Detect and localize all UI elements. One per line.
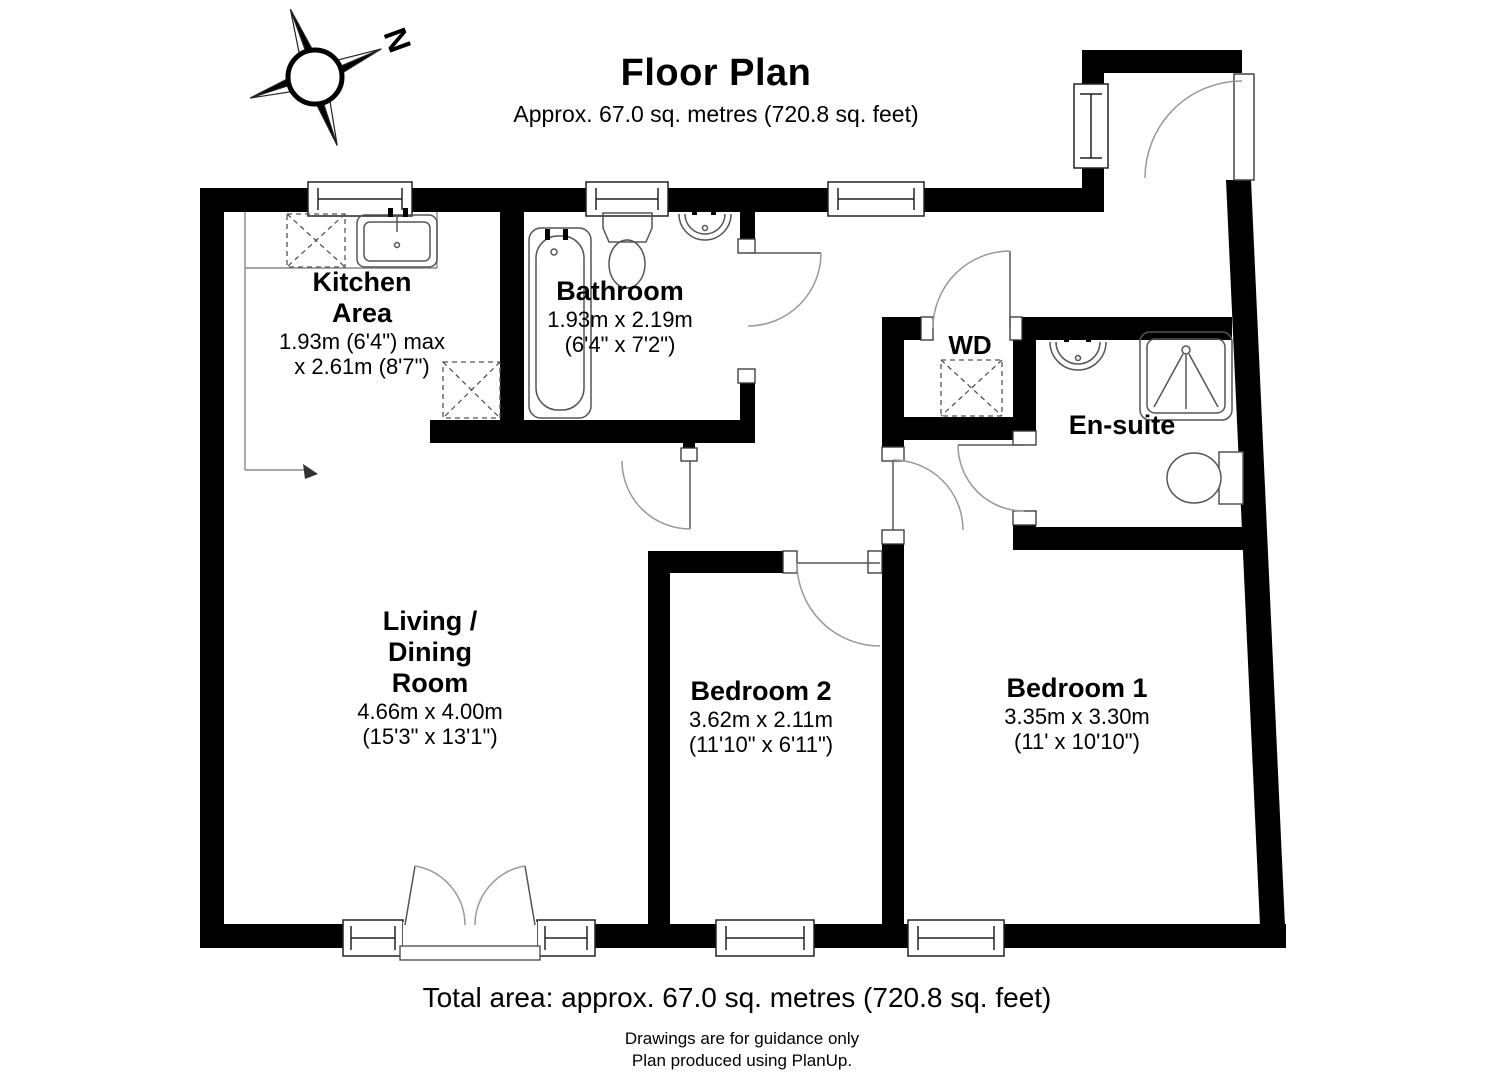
ensuite-door xyxy=(957,444,1025,512)
bathroom-toilet xyxy=(602,212,653,289)
hall-living-door xyxy=(621,460,691,530)
total-area-text: Total area: approx. 67.0 sq. metres (720… xyxy=(422,982,1052,1013)
door-jambs xyxy=(680,238,1037,574)
bedroom2-door xyxy=(796,562,881,647)
kitchen-appliance-2 xyxy=(442,361,501,419)
page-subtitle: Approx. 67.0 sq. metres (720.8 sq. feet) xyxy=(513,101,919,127)
entry-window xyxy=(1073,83,1109,169)
kitchen-sink xyxy=(356,208,438,268)
room-label-living-dining: Living / Dining Room 4.66m x 4.00m (15'3… xyxy=(357,606,503,749)
page-title: Floor Plan xyxy=(620,52,812,94)
compass-north-icon: N xyxy=(250,9,419,146)
bathroom-window xyxy=(585,181,669,217)
compass-north-label: N xyxy=(377,23,419,57)
credit-text: Plan produced using PlanUp. xyxy=(631,1051,853,1070)
room-label-bedroom1: Bedroom 1 3.35m x 3.30m (11' x 10'10") xyxy=(1004,673,1150,754)
front-door xyxy=(1144,73,1255,181)
doors xyxy=(399,73,1255,961)
wd-appliance xyxy=(940,359,1003,417)
ensuite-toilet xyxy=(1166,451,1244,505)
room-label-bathroom: Bathroom 1.93m x 2.19m (6'4" x 7'2") xyxy=(547,276,693,357)
exterior-walls xyxy=(200,50,1286,948)
bathtub xyxy=(528,227,592,419)
room-label-bedroom2: Bedroom 2 3.62m x 2.11m (11'10" x 6'11") xyxy=(688,676,834,757)
kitchen-appliance-1 xyxy=(286,213,346,268)
bedroom1-window xyxy=(907,919,1005,957)
bedroom2-window xyxy=(715,919,815,957)
disclaimer-text: Drawings are for guidance only xyxy=(624,1029,860,1048)
room-label-ensuite: En-suite xyxy=(1068,410,1176,440)
hall-window xyxy=(827,181,925,217)
room-label-kitchen: Kitchen Area 1.93m (6'4") max x 2.61m (8… xyxy=(278,267,446,379)
bedroom1-door xyxy=(892,459,964,531)
bathroom-basin xyxy=(678,206,732,241)
kitchen-window xyxy=(307,181,413,217)
wd-door xyxy=(932,250,1011,329)
windows xyxy=(307,83,1109,957)
ensuite-shower xyxy=(1139,331,1233,421)
living-window-left xyxy=(342,919,404,957)
ensuite-basin xyxy=(1049,332,1107,371)
bathroom-door xyxy=(747,252,822,327)
french-doors xyxy=(399,865,541,961)
room-label-wd: WD xyxy=(948,330,992,360)
living-window-right xyxy=(536,919,596,957)
